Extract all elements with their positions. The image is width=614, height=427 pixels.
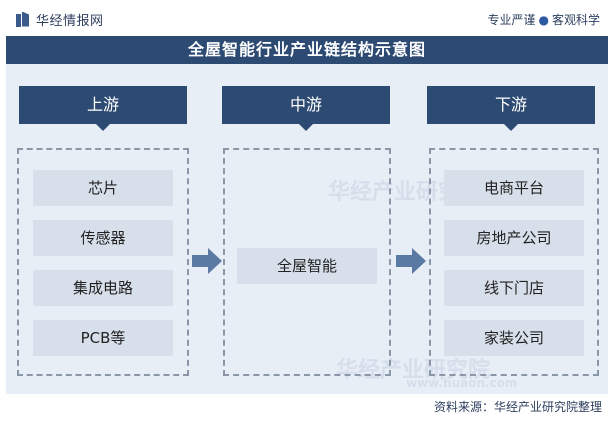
down-pointer-icon [504, 124, 518, 131]
right-arrow-icon [192, 248, 222, 274]
column-header-midstream: 中游 [222, 86, 390, 131]
brand-name: 华经情报网 [36, 14, 104, 29]
column-header-downstream: 下游 [427, 86, 595, 131]
node-downstream: 房地产公司 [444, 220, 584, 256]
node-downstream: 线下门店 [444, 270, 584, 306]
bullet-icon: ● [538, 13, 549, 27]
column-header-upstream: 上游 [19, 86, 187, 131]
slogan-left: 专业严谨 [487, 13, 536, 27]
right-arrow-icon [396, 248, 426, 274]
node-midstream: 全屋智能 [237, 248, 377, 284]
slogan-right: 客观科学 [551, 13, 600, 27]
node-upstream: 芯片 [33, 170, 173, 206]
brand-logo: 华经情报网 [16, 10, 104, 29]
node-upstream: 集成电路 [33, 270, 173, 306]
down-pointer-icon [299, 124, 313, 131]
upstream-group: 芯片 传感器 集成电路 PCB等 [17, 148, 189, 376]
down-pointer-icon [96, 124, 110, 131]
brand-logo-icon [16, 11, 30, 28]
node-upstream: 传感器 [33, 220, 173, 256]
node-downstream: 电商平台 [444, 170, 584, 206]
midstream-group: 全屋智能 [223, 148, 391, 376]
node-upstream: PCB等 [33, 320, 173, 356]
watermark-url: www.huaon.com [406, 376, 518, 390]
source-note: 资料来源：华经产业研究院整理 [433, 400, 602, 414]
diagram-panel: 华经产业研究院 华经产业研究院 www.huaon.com 上游 中游 下游 芯… [6, 64, 608, 394]
top-bar: 华经情报网 专业严谨●客观科学 [0, 0, 614, 36]
slogan: 专业严谨●客观科学 [487, 11, 600, 28]
diagram-title: 全屋智能行业产业链结构示意图 [6, 36, 608, 64]
node-downstream: 家装公司 [444, 320, 584, 356]
downstream-group: 电商平台 房地产公司 线下门店 家装公司 [429, 148, 599, 376]
